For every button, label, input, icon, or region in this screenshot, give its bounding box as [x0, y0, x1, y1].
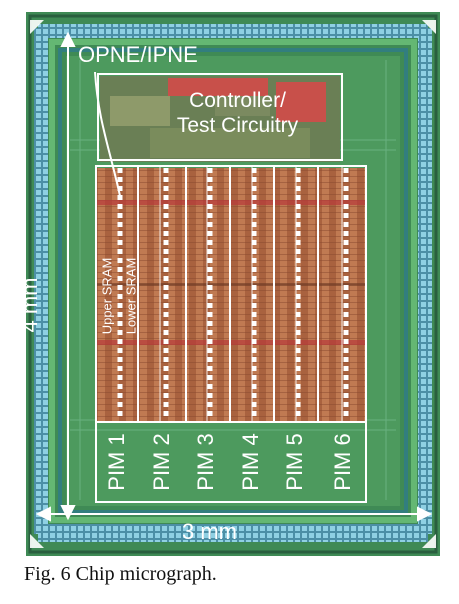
width-label: 3 mm [182, 519, 237, 544]
opne-pointer [94, 71, 121, 197]
pim-label-box [95, 421, 367, 503]
pim-6-label: PIM 6 [330, 433, 355, 491]
opne-ipne-label: OPNE/IPNE [78, 42, 198, 67]
pim-2-label: PIM 2 [149, 433, 174, 491]
controller-label-line2: Test Circuitry [176, 114, 299, 137]
controller-block-texture [100, 76, 340, 162]
controller-label: Controller/ Test Circuitry [150, 88, 325, 138]
pim-3-label: PIM 3 [193, 433, 218, 491]
pim-4-label: PIM 4 [238, 433, 263, 491]
upper-sram-label: Upper SRAM [99, 257, 115, 335]
height-dimension-arrow [60, 31, 76, 521]
pim-5-label: PIM 5 [282, 433, 307, 491]
controller-label-line1: Controller/ [189, 89, 286, 112]
figure-caption: Fig. 6 Chip micrograph. [24, 563, 217, 585]
chip-micrograph [26, 12, 440, 556]
controller-box [97, 73, 343, 161]
pad-ring [34, 24, 432, 542]
opne-ipne-strips [117, 168, 349, 420]
lower-sram-label: Lower SRAM [123, 257, 139, 335]
width-dimension-arrow [35, 506, 433, 522]
pim-1-label: PIM 1 [104, 433, 129, 491]
height-label: 4 mm [17, 277, 42, 333]
